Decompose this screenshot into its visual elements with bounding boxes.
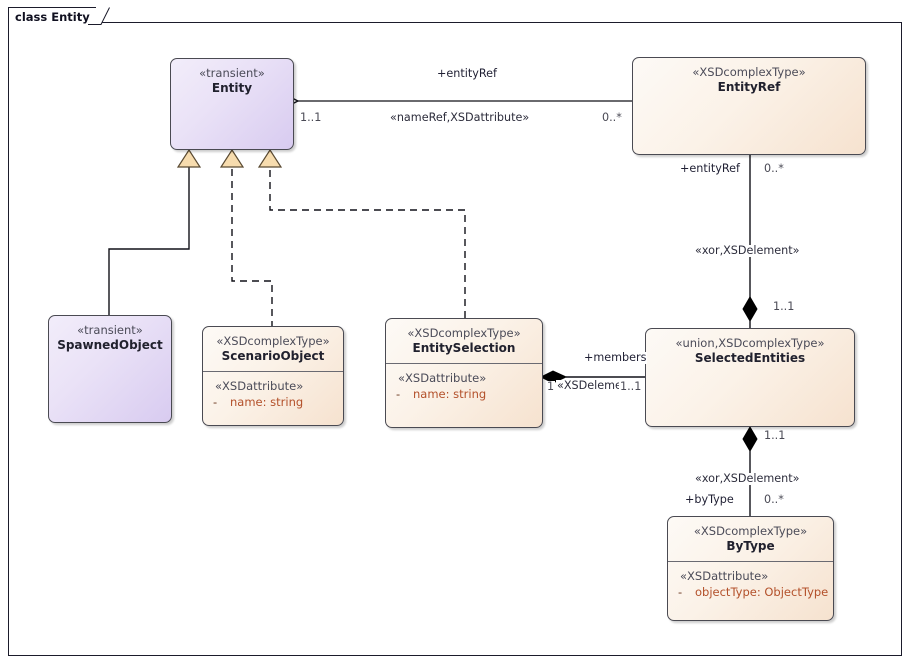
class-spawnedobject[interactable]: «transient» SpawnedObject — [48, 315, 172, 423]
page-title: class Entity — [15, 10, 90, 24]
edge-label-selectedentities-multiplicity-bottom: 1..1 — [763, 429, 787, 443]
class-entityref-name: EntityRef — [717, 79, 781, 94]
class-scenarioobject-attributes: «XSDattribute» -name: string — [203, 372, 343, 409]
edge-label-entityref-multiplicity-bottom: 0..* — [763, 162, 785, 176]
class-bytype-divider — [668, 561, 833, 563]
edge-label-nameref-stereotype: «nameRef,XSDattribute» — [389, 111, 531, 125]
class-scenarioobject-divider — [203, 371, 343, 373]
attribute-text: objectType: ObjectType — [695, 585, 829, 600]
class-entity-header: «transient» Entity — [171, 59, 293, 96]
class-entityselection-name: EntitySelection — [412, 340, 516, 355]
class-selectedentities-header: «union,XSDcomplexType» SelectedEntities — [646, 329, 854, 366]
edge-label-entityref-role-bottom: +entityRef — [679, 162, 741, 176]
edge-label-selectedentities-multiplicity-top: 1..1 — [772, 300, 796, 314]
class-entityselection-divider — [386, 363, 542, 365]
edge-label-entity-multiplicity: 1..1 — [299, 111, 323, 125]
class-bytype-header: «XSDcomplexType» ByType — [668, 517, 833, 554]
class-entityref-header: «XSDcomplexType» EntityRef — [633, 58, 865, 95]
class-selectedentities[interactable]: «union,XSDcomplexType» SelectedEntities — [645, 328, 855, 427]
edge-label-bytype-multiplicity: 0..* — [763, 493, 785, 507]
class-entity-stereotype: «transient» — [199, 66, 265, 80]
edge-label-bytype-role: +byType — [684, 493, 735, 507]
class-selectedentities-name: SelectedEntities — [694, 350, 806, 365]
title-tab-slant-icon — [88, 7, 110, 25]
class-scenarioobject-stereotype: «XSDcomplexType» — [216, 334, 330, 348]
class-selectedentities-stereotype: «union,XSDcomplexType» — [675, 336, 825, 350]
class-entityselection[interactable]: «XSDcomplexType» EntitySelection «XSDatt… — [385, 318, 543, 428]
class-bytype-stereotype: «XSDcomplexType» — [693, 524, 808, 538]
class-spawnedobject-stereotype: «transient» — [77, 323, 143, 337]
attribute-row: -name: string — [386, 387, 542, 401]
class-entity-name: Entity — [211, 80, 253, 95]
edge-label-members-multiplicity-right: 1..1 — [619, 380, 643, 394]
attribute-stereotype: «XSDattribute» — [680, 569, 769, 584]
diagram-title-tab — [8, 7, 96, 25]
attribute-text: name: string — [230, 395, 304, 410]
attribute-stereotype: «XSDattribute» — [398, 371, 487, 386]
attribute-visibility: - — [213, 395, 218, 410]
connector-entityref-to-selectedentities[interactable] — [742, 155, 758, 328]
connector-gen-scenarioobject[interactable] — [219, 148, 273, 328]
class-scenarioobject-name: ScenarioObject — [221, 348, 325, 363]
attribute-stereotype: «XSDattribute» — [215, 379, 304, 394]
connector-gen-spawnedobject[interactable] — [108, 148, 202, 315]
class-spawnedobject-header: «transient» SpawnedObject — [49, 316, 171, 353]
attribute-visibility: - — [396, 387, 401, 402]
edge-label-xor-element-upper: «xor,XSDelement» — [694, 244, 801, 258]
class-bytype-attributes: «XSDattribute» -objectType: ObjectType — [668, 562, 833, 599]
class-entityselection-attributes: «XSDattribute» -name: string — [386, 364, 542, 401]
edge-label-entityref-multiplicity: 0..* — [601, 111, 623, 125]
class-spawnedobject-name: SpawnedObject — [57, 337, 163, 352]
class-entityselection-header: «XSDcomplexType» EntitySelection — [386, 319, 542, 356]
class-scenarioobject-header: «XSDcomplexType» ScenarioObject — [203, 327, 343, 364]
class-entityref[interactable]: «XSDcomplexType» EntityRef — [632, 57, 866, 155]
edge-label-members-multiplicity-left: 1 — [546, 380, 556, 394]
attribute-visibility: - — [678, 585, 683, 600]
edge-label-xor-element-lower: «xor,XSDelement» — [694, 472, 801, 486]
attribute-row: -objectType: ObjectType — [668, 585, 833, 599]
class-bytype-name: ByType — [726, 538, 775, 553]
attribute-text: name: string — [413, 387, 487, 402]
class-entityselection-stereotype: «XSDcomplexType» — [407, 326, 521, 340]
attribute-row: -name: string — [203, 395, 343, 409]
edge-label-entityref-role-top: +entityRef — [436, 67, 498, 81]
class-scenarioobject[interactable]: «XSDcomplexType» ScenarioObject «XSDattr… — [202, 326, 344, 426]
edge-label-xsdelement-clipped: «XSDeleme — [556, 380, 620, 393]
class-bytype[interactable]: «XSDcomplexType» ByType «XSDattribute» -… — [667, 516, 834, 621]
edge-label-members-role: +members — [583, 351, 648, 365]
class-entity[interactable]: «transient» Entity — [170, 58, 294, 150]
class-entityref-stereotype: «XSDcomplexType» — [692, 65, 806, 79]
diagram-frame — [8, 22, 902, 656]
connector-gen-entityselection[interactable] — [257, 148, 466, 318]
